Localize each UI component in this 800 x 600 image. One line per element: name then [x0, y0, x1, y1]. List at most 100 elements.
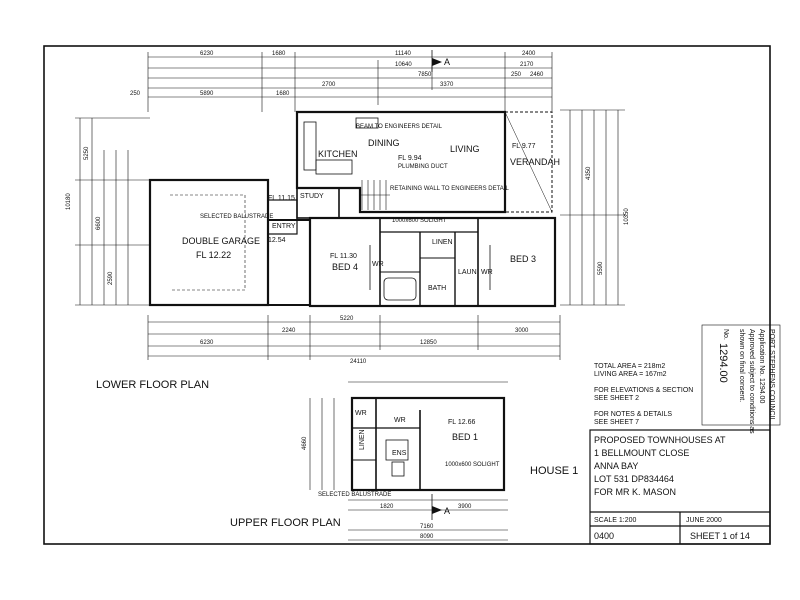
- dim-top-11: 250: [511, 72, 522, 78]
- living-area: LIVING AREA = 167m2: [594, 371, 667, 378]
- room-bed4: BED 4: [332, 262, 358, 272]
- dim-top-12: 5890: [200, 91, 214, 97]
- dim-right-1: 10350: [624, 208, 630, 225]
- retaining-wall-note: RETAINING WALL TO ENGINEERS DETAIL: [390, 186, 509, 192]
- room-study: STUDY: [300, 193, 324, 200]
- dim-upper-4: 8090: [420, 534, 434, 540]
- dim-right-3: 5590: [598, 261, 604, 275]
- dim-top-3: 11140: [395, 51, 411, 57]
- dim-top-8: 2460: [530, 72, 544, 78]
- dim-top-2: 1680: [272, 51, 286, 57]
- dim-bot-1: 6230: [200, 340, 214, 346]
- room-entry: ENTRY: [272, 223, 296, 230]
- beam-note: BEAM TO ENGINEERS DETAIL: [356, 124, 443, 130]
- upper-dimensions: [309, 381, 508, 541]
- dim-top-13: 1680: [276, 91, 290, 97]
- dim-upper-3: 7160: [420, 524, 434, 530]
- dim-upper-1: 1820: [380, 504, 394, 510]
- title-drawing-no: 0400: [594, 531, 614, 541]
- balustrade-upper: SELECTED BALUSTRADE: [318, 492, 391, 498]
- room-bed3: BED 3: [510, 254, 536, 264]
- wr-bed4: WR: [372, 261, 384, 268]
- dim-right-2: 4350: [586, 166, 592, 180]
- dim-top-6: 7850: [418, 72, 432, 78]
- dim-left-3: 6600: [96, 216, 102, 230]
- room-laun: LAUN: [458, 269, 477, 276]
- skylight-lower: 1000x600 SOLIGHT: [392, 218, 447, 224]
- stamp-council: PORT STEPHENS COUNCIL: [768, 329, 775, 421]
- dim-bot-3: 24110: [350, 359, 367, 365]
- fl-upper: FL 12.66: [448, 419, 475, 426]
- upper-wr-2: WR: [394, 417, 406, 424]
- section-marker-top: [432, 58, 442, 66]
- plumbing-duct: PLUMBING DUCT: [398, 164, 448, 170]
- dim-top-4: 2400: [522, 51, 536, 57]
- room-living: LIVING: [450, 144, 480, 154]
- dim-bot-2: 12850: [420, 340, 437, 346]
- fl-study: FL 11.15: [268, 195, 295, 202]
- upper-wr-1: WR: [355, 410, 367, 417]
- total-area: TOTAL AREA = 218m2: [594, 363, 665, 370]
- dim-top-9: 2700: [322, 82, 336, 88]
- dim-top-1: 6230: [200, 51, 214, 57]
- left-dimensions: [75, 117, 150, 306]
- council-stamp: PORT STEPHENS COUNCIL Application No. 12…: [701, 324, 781, 434]
- label-lower-floor-plan: LOWER FLOOR PLAN: [96, 379, 209, 391]
- balustrade-lower: SELECTED BALUSTRADE: [200, 214, 273, 220]
- title-scale: SCALE 1:200: [594, 517, 637, 524]
- dim-upper-left: 4660: [302, 436, 308, 450]
- label-upper-floor-plan: UPPER FLOOR PLAN: [230, 517, 341, 529]
- sheet-border: [43, 45, 771, 545]
- right-dimensions: [560, 109, 625, 306]
- title-line-3: ANNA BAY: [594, 461, 638, 471]
- room-verandah: VERANDAH: [510, 157, 560, 167]
- title-line-5: FOR MR K. MASON: [594, 487, 676, 497]
- dim-bot-5: 2240: [282, 328, 296, 334]
- dim-bot-6: 3000: [515, 328, 529, 334]
- dim-top-10: 3370: [440, 82, 454, 88]
- section-a-bottom: A: [444, 506, 450, 516]
- section-marker-bottom: [432, 506, 442, 514]
- title-line-2: 1 BELLMOUNT CLOSE: [594, 448, 689, 458]
- upper-linen: LINEN: [359, 429, 366, 450]
- room-double-garage: DOUBLE GARAGE: [182, 236, 260, 246]
- upper-ens: ENS: [392, 450, 407, 457]
- fl-living: FL 9.94: [398, 155, 422, 162]
- title-line-1: PROPOSED TOWNHOUSES AT: [594, 435, 726, 445]
- stamp-application: Application No. 1294.00: [758, 329, 765, 403]
- wr-bed3: WR: [481, 269, 493, 276]
- elevations-note: FOR ELEVATIONS & SECTION: [594, 387, 693, 394]
- dim-top-5: 10640: [395, 62, 412, 68]
- room-kitchen: KITCHEN: [318, 149, 358, 159]
- fl-entry: 12.54: [268, 237, 286, 244]
- section-a-top: A: [444, 57, 450, 67]
- top-dimensions: [147, 52, 553, 112]
- room-linen: LINEN: [432, 239, 453, 246]
- bottom-dimensions: [147, 315, 561, 360]
- stamp-note-2: shown on final consent.: [738, 329, 745, 402]
- label-house-1: HOUSE 1: [530, 465, 578, 477]
- fl-garage: FL 12.22: [196, 250, 231, 260]
- room-bath: BATH: [428, 285, 446, 292]
- elevations-sheet: SEE SHEET 2: [594, 395, 639, 402]
- dim-left-1: 10180: [66, 193, 72, 210]
- title-block: [589, 429, 771, 545]
- stamp-note: Approved subject to conditions as: [748, 329, 755, 434]
- room-bed1: BED 1: [452, 432, 478, 442]
- title-date: JUNE 2000: [686, 517, 722, 524]
- title-line-4: LOT 531 DP834464: [594, 474, 674, 484]
- stamp-number: 1294.00: [717, 343, 729, 383]
- skylight-upper: 1000x600 SOLIGHT: [445, 462, 500, 468]
- notes-note: FOR NOTES & DETAILS: [594, 411, 672, 418]
- title-sheet: SHEET 1 of 14: [690, 531, 750, 541]
- lower-floor-walls: [148, 110, 557, 308]
- room-dining: DINING: [368, 138, 400, 148]
- fl-bed4: FL 11.30: [330, 253, 357, 260]
- fl-verandah: FL 9.77: [512, 143, 536, 150]
- dim-upper-2: 3900: [458, 504, 472, 510]
- stamp-no: No.: [722, 329, 729, 340]
- notes-sheet: SEE SHEET 7: [594, 419, 639, 426]
- dim-left-2: 5250: [84, 146, 90, 160]
- dim-top-14: 250: [130, 91, 141, 97]
